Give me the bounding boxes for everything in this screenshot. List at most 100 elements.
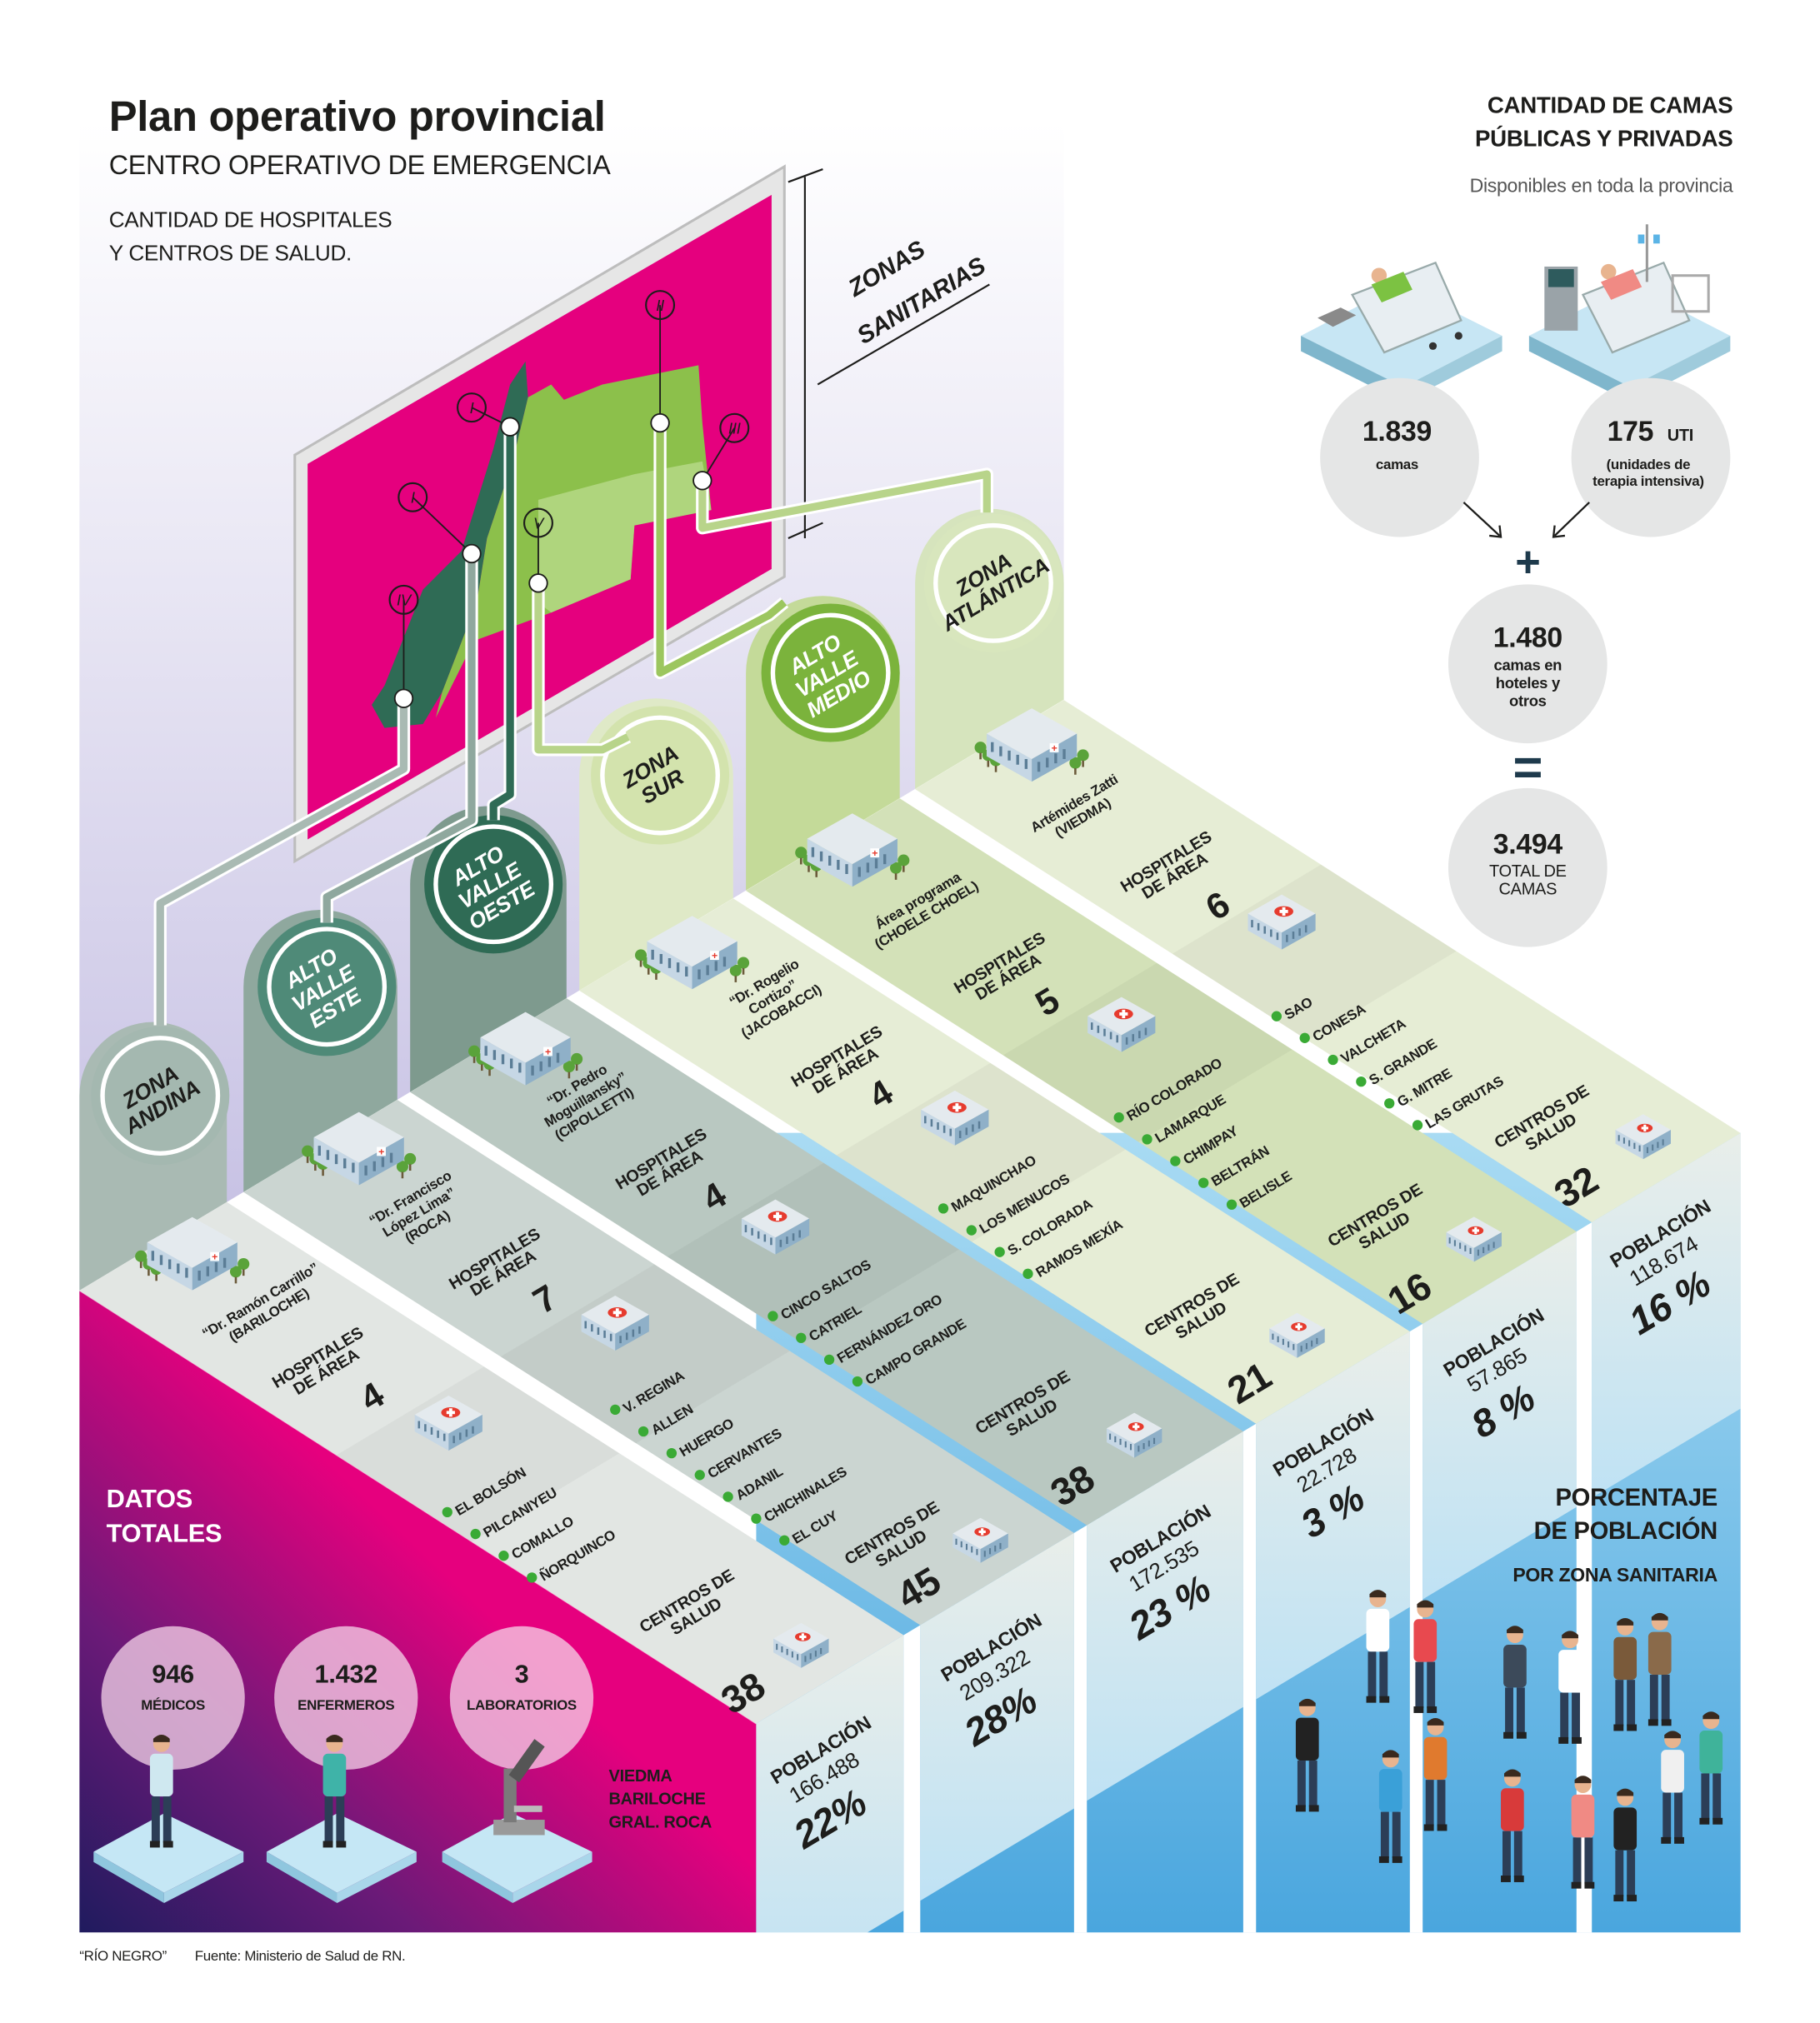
population-column [920, 1532, 1074, 1901]
bullet-icon [1412, 1120, 1423, 1131]
total-beds-circle [1448, 787, 1608, 947]
bullet-icon [796, 1332, 807, 1343]
bullet-icon [442, 1506, 452, 1518]
bullet-icon [1113, 1112, 1124, 1123]
zone-numeral-label: IV [397, 592, 412, 609]
platform [442, 1813, 592, 1893]
bullet-icon [852, 1376, 863, 1387]
stat-circle [274, 1626, 418, 1771]
cross-icon: + [378, 1146, 384, 1158]
bullet-icon [1384, 1098, 1395, 1109]
icu-beds-circle [1571, 377, 1731, 537]
population-column [1256, 1331, 1410, 1700]
footer-brand: “RÍO NEGRO” [79, 1948, 167, 1964]
lab-location: BARILOCHE [609, 1791, 706, 1809]
bullet-icon [1170, 1156, 1181, 1166]
hotel-beds-circle [1448, 584, 1608, 744]
zone-numeral-label: I [411, 489, 415, 507]
header: Plan operativo provincial CENTRO OPERATI… [109, 92, 612, 265]
bullet-icon [694, 1470, 705, 1481]
population-legend: PORCENTAJE DE POBLACIÓN POR ZONA SANITAR… [1512, 1485, 1718, 1586]
zone-stripe [243, 1099, 1074, 1626]
zone-numeral: IV [388, 584, 419, 615]
stat-value: 3 [515, 1659, 529, 1688]
bullet-icon [1226, 1199, 1238, 1210]
equals-sign: = [1513, 738, 1543, 796]
zone-stripe [410, 998, 1243, 1526]
bullet-icon [498, 1551, 509, 1561]
icu-beds-value: 175 [1608, 416, 1654, 447]
total-beds-label-line: TOTAL DE [1489, 862, 1567, 881]
microscope-icon [493, 1739, 545, 1836]
zone-pipe [322, 553, 476, 923]
stat-label: MÉDICOS [141, 1697, 205, 1713]
public-beds-label: camas [1376, 457, 1418, 472]
pipe-node [500, 417, 520, 437]
zone-numeral: II [645, 290, 676, 321]
totals-backdrop [79, 1290, 757, 1933]
bullet-icon [938, 1203, 949, 1214]
zone-numeral: I [456, 392, 487, 423]
population-column [1592, 1132, 1741, 1498]
zone-pipe [489, 427, 514, 821]
zone-numeral: I [398, 482, 428, 512]
plus-sign: + [1515, 538, 1540, 587]
bullet-icon [768, 1311, 778, 1321]
stat-label: LABORATORIOS [467, 1697, 577, 1713]
totals-title-line: TOTALES [107, 1518, 222, 1547]
total-beds-value: 3.494 [1493, 828, 1563, 860]
zone-stripe [579, 898, 1410, 1424]
pipe-node [528, 573, 548, 593]
public-beds-circle [1320, 377, 1479, 537]
icu-beds-label-line: terapia intensiva) [1592, 473, 1704, 489]
cross-icon: + [1052, 742, 1058, 754]
stat-circle [101, 1626, 245, 1771]
pipe-node [650, 412, 670, 433]
bullet-icon [994, 1246, 1005, 1257]
bullet-icon [751, 1513, 762, 1524]
page-title: Plan operativo provincial [109, 92, 606, 140]
zone-pipe [534, 582, 630, 754]
description-line: Y CENTROS DE SALUD. [109, 240, 352, 265]
zone-numeral: III [719, 412, 750, 443]
totals-title-line: DATOS [107, 1484, 192, 1513]
population-legend-title-line: PORCENTAJE [1556, 1485, 1718, 1511]
cross-icon: + [872, 847, 878, 859]
icu-bed-icon [1528, 224, 1731, 402]
pipe-node [462, 543, 482, 564]
hotel-beds-label-line: camas en [1494, 656, 1562, 673]
beds-title-line: PÚBLICAS Y PRIVADAS [1475, 125, 1732, 151]
population-column [1422, 1231, 1577, 1600]
population-legend-title-line: DE POBLACIÓN [1534, 1516, 1718, 1545]
beds-subtitle: Disponibles en toda la provincia [1470, 175, 1733, 197]
description-line: CANTIDAD DE HOSPITALES [109, 207, 392, 232]
pipe-node [393, 688, 414, 708]
lab-location: GRAL. ROCA [609, 1813, 712, 1831]
zone-stripe [79, 1201, 904, 1724]
hotel-beds-value: 1.480 [1493, 622, 1562, 654]
zone-numeral: V [522, 507, 553, 538]
bullet-icon [722, 1491, 733, 1502]
zone-pipe [698, 470, 991, 532]
bullet-icon [666, 1448, 678, 1459]
pipe-node [692, 471, 712, 491]
beds-panel: CANTIDAD DE CAMAS PÚBLICAS Y PRIVADAS Di… [1301, 92, 1733, 947]
cross-icon: + [212, 1251, 218, 1263]
bullet-icon [1299, 1032, 1310, 1043]
map-region-west [372, 361, 528, 728]
zone-numeral-label: III [728, 420, 741, 437]
zone-numeral-label: V [533, 514, 545, 532]
bullet-icon [823, 1354, 835, 1366]
bullet-icon [1328, 1054, 1338, 1066]
lab-location: VIEDMA [609, 1767, 672, 1786]
sum-arrows [1462, 502, 1590, 538]
stat-value: 946 [152, 1659, 193, 1688]
